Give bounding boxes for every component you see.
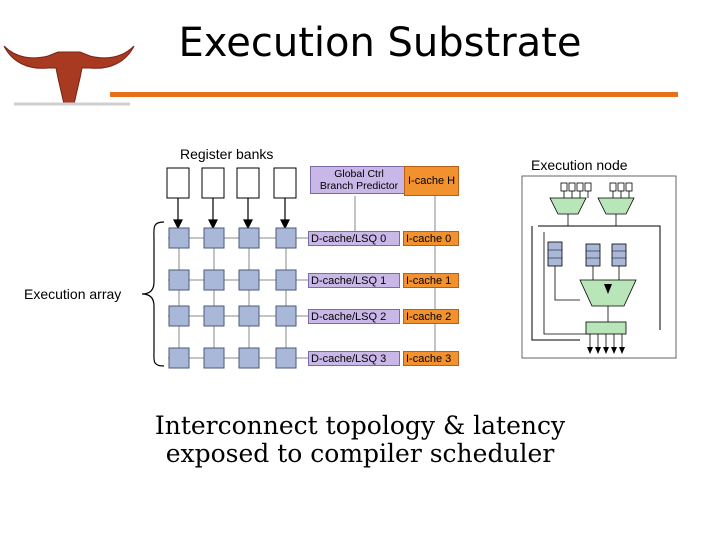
tile-r3-c0 (168, 347, 190, 369)
tile-r1-c1 (203, 269, 225, 291)
register-bank-0 (166, 167, 190, 199)
execution-node-label: Execution node (531, 157, 628, 173)
footer-line-1: Interconnect topology & latency (154, 411, 566, 440)
tile-r0-c3 (275, 227, 297, 249)
global-icache-block: I-cache H (404, 166, 460, 196)
icache-3: I-cache 3 (403, 351, 459, 366)
footer-line-2: exposed to compiler scheduler (165, 439, 555, 468)
execution-node-detail (521, 175, 677, 359)
tile-r3-c1 (203, 347, 225, 369)
icache-1: I-cache 1 (403, 273, 459, 288)
tile-r2-c0 (168, 305, 190, 327)
dcache-lsq-2: D-cache/LSQ 2 (308, 309, 400, 324)
tile-r2-c2 (238, 305, 260, 327)
register-bank-1 (201, 167, 225, 199)
tile-r0-c2 (238, 227, 260, 249)
icache-0: I-cache 0 (403, 231, 459, 246)
global-ctrl-line-2: Branch Predictor (319, 180, 399, 192)
register-bank-2 (236, 167, 260, 199)
tile-r1-c3 (275, 269, 297, 291)
dcache-lsq-1: D-cache/LSQ 1 (308, 273, 400, 288)
tile-r1-c0 (168, 269, 190, 291)
tile-r2-c3 (275, 305, 297, 327)
footer-text: Interconnect topology & latency exposed … (120, 412, 600, 468)
dcache-lsq-0: D-cache/LSQ 0 (308, 231, 400, 246)
register-banks-label: Register banks (180, 146, 274, 162)
execution-array-label: Execution array (24, 286, 122, 302)
tile-r0-c1 (203, 227, 225, 249)
tile-r1-c2 (238, 269, 260, 291)
tile-r3-c3 (275, 347, 297, 369)
tile-r0-c0 (168, 227, 190, 249)
dcache-lsq-3: D-cache/LSQ 3 (308, 351, 400, 366)
slide-title: Execution Substrate (178, 20, 582, 66)
global-ctrl-block: Global Ctrl Branch Predictor (310, 166, 408, 194)
longhorn-logo-icon (3, 45, 135, 106)
execution-array-brace (141, 221, 165, 367)
global-ctrl-line-1: Global Ctrl (334, 168, 384, 180)
title-rule (110, 92, 678, 97)
register-bank-3 (273, 167, 297, 199)
tile-r2-c1 (203, 305, 225, 327)
icache-2: I-cache 2 (403, 309, 459, 324)
tile-r3-c2 (238, 347, 260, 369)
